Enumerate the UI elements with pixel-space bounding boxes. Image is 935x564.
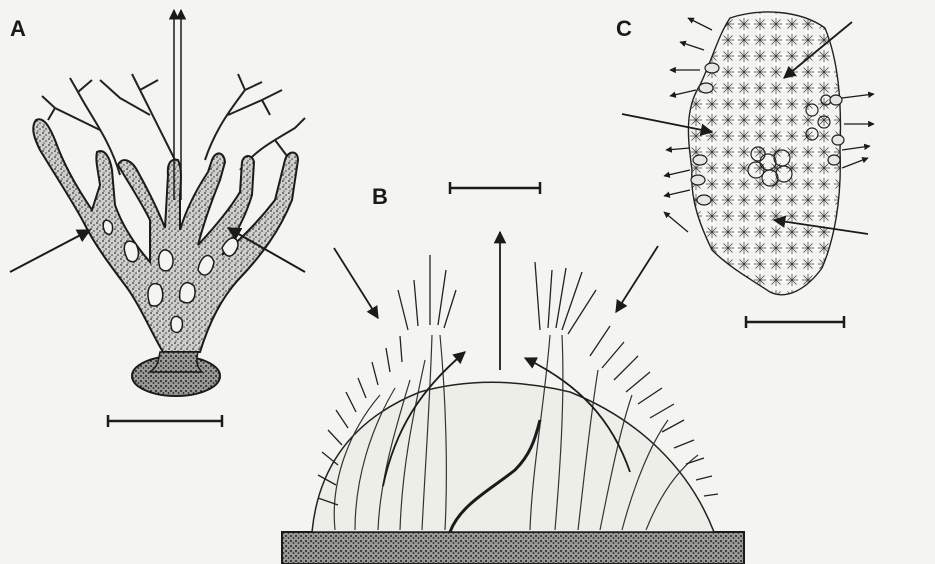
panel-c: C	[616, 12, 874, 328]
inflow-arrow-icon	[616, 246, 658, 312]
panel-a: A	[10, 10, 305, 427]
inflow-arrow-icon	[10, 230, 90, 272]
substrate-rock	[282, 532, 744, 564]
sponge-front-body	[33, 119, 298, 352]
scale-bar-icon	[746, 316, 844, 328]
inflow-arrow-icon	[334, 248, 378, 318]
panel-b: B	[282, 182, 744, 564]
sponge-stalk	[150, 352, 202, 372]
scale-bar-icon	[450, 182, 540, 194]
panel-a-label: A	[10, 16, 26, 41]
panel-b-label: B	[372, 184, 388, 209]
scale-bar-icon	[108, 415, 222, 427]
panel-c-label: C	[616, 16, 632, 41]
